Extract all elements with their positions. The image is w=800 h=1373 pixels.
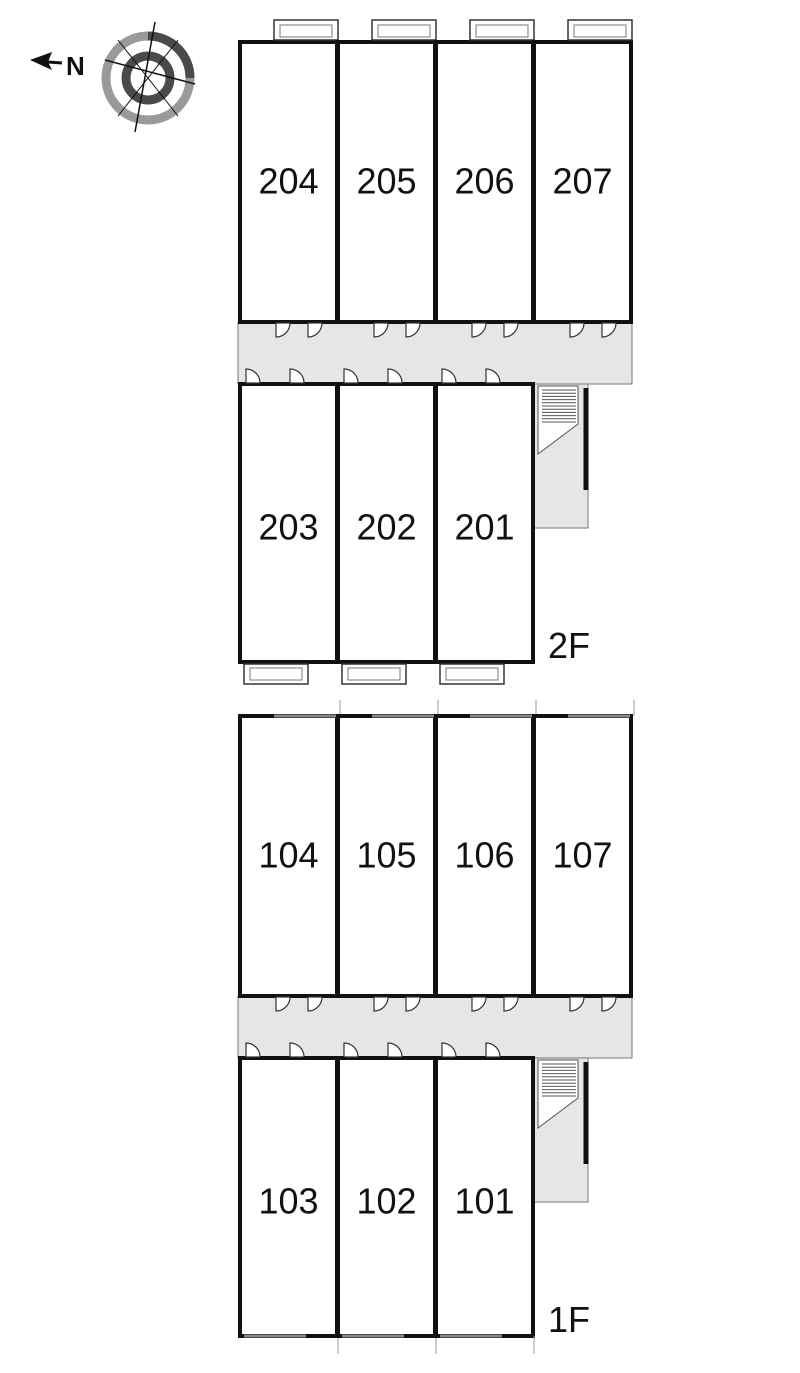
- balcony-inner: [279, 24, 333, 38]
- room-207: [532, 40, 633, 324]
- floor-1f: 104 105 106 107 103 102 101 1F: [237, 700, 635, 1354]
- room-202: [336, 382, 437, 664]
- floor-label: 2F: [548, 625, 590, 666]
- door-swing-icon: [275, 996, 291, 1012]
- door-swing-icon: [387, 368, 403, 384]
- north-arrow-icon: [30, 52, 52, 70]
- balcony: [341, 663, 407, 685]
- compass-icon: N: [30, 21, 196, 133]
- floor-label: 1F: [548, 1299, 590, 1340]
- balcony-inner: [475, 24, 529, 38]
- room-101: [434, 1056, 535, 1338]
- door-swing-icon: [405, 322, 421, 338]
- door-swing-icon: [245, 1042, 261, 1058]
- room-label: 104: [258, 835, 318, 876]
- door-swing-icon: [343, 368, 359, 384]
- door-swing-icon: [307, 996, 323, 1012]
- compass-north-label: N: [66, 51, 85, 81]
- door-swing-icon: [601, 322, 617, 338]
- door-swing-icon: [569, 322, 585, 338]
- room-204: [238, 40, 339, 324]
- north-arrow-shaft: [47, 60, 63, 65]
- room-label: 205: [356, 161, 416, 202]
- room-label: 204: [258, 161, 318, 202]
- door-swing-icon: [601, 996, 617, 1012]
- door-swing-icon: [569, 996, 585, 1012]
- door-swing-icon: [441, 368, 457, 384]
- room-206: [434, 40, 535, 324]
- floor-2f: 204 205 206 207 203 202 201 2F: [237, 19, 633, 685]
- balcony: [243, 663, 309, 685]
- room-203: [238, 382, 339, 664]
- room-107: [532, 714, 633, 998]
- door-swing-icon: [471, 322, 487, 338]
- door-swing-icon: [503, 322, 519, 338]
- balcony-inner: [249, 667, 303, 681]
- compass-needle-ew: [134, 21, 156, 133]
- door-swing-icon: [373, 322, 389, 338]
- door-swing-icon: [387, 1042, 403, 1058]
- door-swing-icon: [307, 322, 323, 338]
- door-swing-icon: [373, 996, 389, 1012]
- door-swing-icon: [485, 1042, 501, 1058]
- room-label: 207: [552, 161, 612, 202]
- door-swing-icon: [485, 368, 501, 384]
- balcony-inner: [347, 667, 401, 681]
- door-swing-icon: [289, 1042, 305, 1058]
- room-label: 103: [258, 1181, 318, 1222]
- door-swing-icon: [289, 368, 305, 384]
- room-label: 202: [356, 507, 416, 548]
- compass-ring-dark: [147, 31, 195, 79]
- door-swing-icon: [471, 996, 487, 1012]
- room-label: 102: [356, 1181, 416, 1222]
- room-label: 206: [454, 161, 514, 202]
- balcony: [439, 663, 505, 685]
- compass-needle-diag2: [117, 39, 179, 117]
- door-swing-icon: [343, 1042, 359, 1058]
- door-swing-icon: [503, 996, 519, 1012]
- room-105: [336, 714, 437, 998]
- balcony-inner: [377, 24, 431, 38]
- room-205: [336, 40, 437, 324]
- door-swing-icon: [405, 996, 421, 1012]
- door-swing-icon: [441, 1042, 457, 1058]
- room-label: 105: [356, 835, 416, 876]
- balcony-inner: [573, 24, 627, 38]
- room-label: 101: [454, 1181, 514, 1222]
- balcony-inner: [445, 667, 499, 681]
- room-label: 203: [258, 507, 318, 548]
- room-label: 106: [454, 835, 514, 876]
- compass-needle-ns: [104, 59, 196, 85]
- corridor: [237, 995, 633, 1059]
- door-swing-icon: [275, 322, 291, 338]
- room-label: 107: [552, 835, 612, 876]
- room-label: 201: [454, 507, 514, 548]
- room-201: [434, 382, 535, 664]
- door-swing-icon: [245, 368, 261, 384]
